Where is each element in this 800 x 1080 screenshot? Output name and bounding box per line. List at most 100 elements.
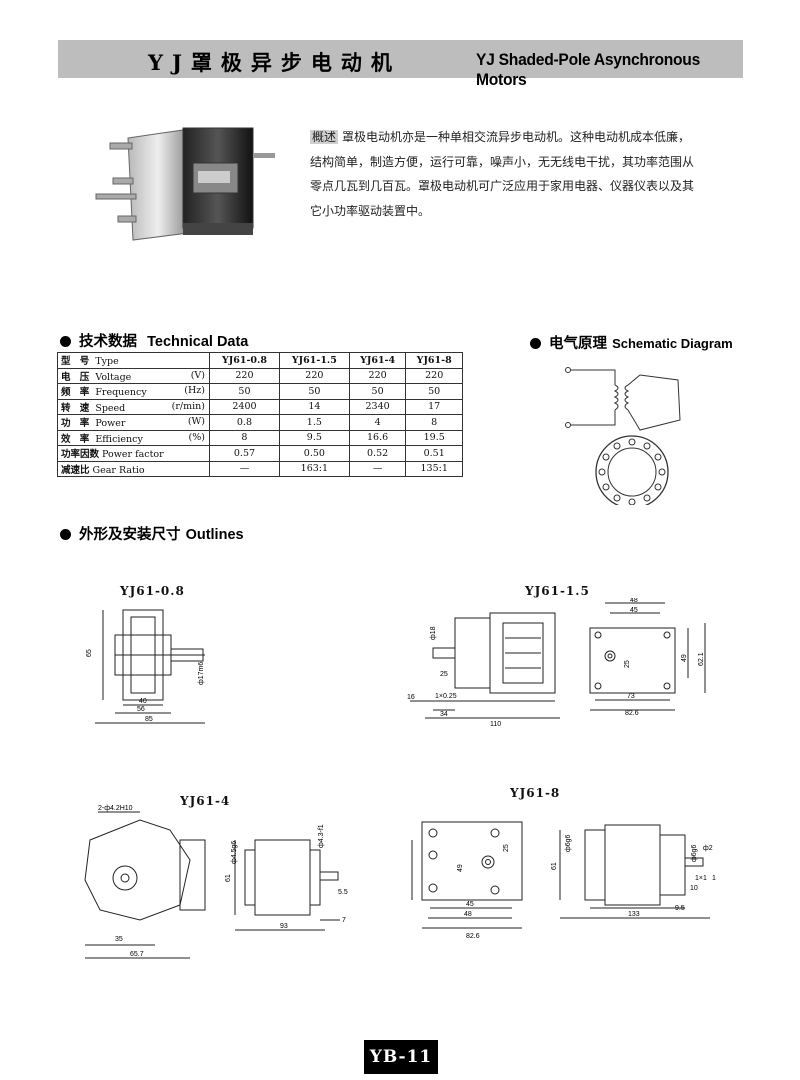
table-cell: — [209,460,280,477]
dim-label: 65.7 [130,951,144,958]
tech-title-en: Technical Data [147,334,249,350]
table-cell: 50 [209,383,280,400]
table-row: 功 率 Power(W) 0.8 1.5 4 8 [57,414,463,431]
header-title-cn: YJ罩极异步电动机 [148,50,401,75]
table-cell: — [348,460,407,477]
dim-label: 25 [624,660,631,668]
table-header-cell: YJ61-1.5 [278,352,350,369]
row-label: 减速比 Gear Ratio [57,460,210,477]
dim-label: 25 [440,671,448,678]
row-label: 电 压 Voltage(V) [57,367,210,384]
table-cell: 220 [278,367,350,384]
schematic-title-cn: 电气原理 [549,336,607,352]
schematic-title-en: Schematic Diagram [612,336,733,351]
dim-label: 62.1 [698,652,705,666]
dim-label: 35 [115,936,123,943]
tech-title-cn: 技术数据 [79,334,137,350]
dim-label: 1×1 [695,875,707,882]
outlines-title: 外形及安装尺寸 Outlines [60,523,244,544]
table-cell: 220 [348,367,407,384]
schematic-diagram [565,367,681,505]
table-cell: 14 [278,398,350,415]
dim-label: 1 [712,875,716,882]
table-row: 电 压 Voltage(V) 220 220 220 220 [57,367,463,384]
dim-label: 56 [137,706,145,713]
table-row: 减速比 Gear Ratio — 163:1 — 135:1 [57,460,463,477]
dim-label: 10 [690,885,698,892]
dim-label: ф17m6 [198,662,205,685]
table-cell: 8 [405,414,463,431]
dim-label: 85 [145,716,153,723]
header-title-en: YJ Shaded-Pole Asynchronous Motors [476,50,701,89]
table-cell: 8 [209,429,280,446]
table-cell: 型 号 Type [57,352,210,369]
table-cell: 1.5 [278,414,350,431]
dim-label: 61 [225,874,232,882]
tech-data-title: 技术数据 Technical Data [60,330,248,351]
table-cell: 19.5 [405,429,463,446]
dim-label: ф6g6 [691,844,698,862]
model-caption: YJ61-8 [510,786,561,800]
table-cell: 50 [405,383,463,400]
schematic-title: 电气原理 Schematic Diagram [530,332,733,353]
table-cell: 0.8 [209,414,280,431]
table-cell: 2400 [209,398,280,415]
dim-label: 5.5 [338,889,348,896]
dim-label: ф4.5g6 [231,841,238,864]
table-cell: 0.57 [209,445,280,462]
dim-label: 49 [681,654,688,662]
table-header-cell: YJ61-0.8 [209,352,280,369]
dim-label: ф2 [703,845,713,852]
intro-tag: 概述 [310,130,339,144]
dim-label: 73 [627,693,635,700]
row-label: 功 率 Power(W) [57,414,210,431]
table-header-cell: YJ61-4 [348,352,407,369]
dim-label: 82.6 [466,933,480,940]
dim-label: ф6g6 [565,834,572,852]
model-caption: YJ61-0.8 [120,584,185,598]
dim-label: 1×0.25 [435,693,457,700]
table-header-cell: YJ61-8 [405,352,463,369]
table-cell: 16.6 [348,429,407,446]
outlines-title-cn: 外形及安装尺寸 [79,527,181,543]
dim-label: 82.6 [625,710,639,717]
outlines-title-en: Outlines [185,527,244,543]
bullet-dot-icon [530,338,541,349]
stator-ring [595,435,669,505]
row-label: 频 率 Frequency(Hz) [57,383,210,400]
dim-label: 48 [630,598,638,604]
row-label: 功率因数 Power factor [57,445,210,462]
page-number-badge: YB-11 [364,1040,438,1074]
dim-label: 2-ф4.2H10 [98,805,133,812]
table-cell: 220 [405,367,463,384]
dim-label: 16 [407,694,415,701]
table-cell: 50 [348,383,407,400]
dim-label: 25 [503,844,510,852]
row-label: 转 速 Speed(r/min) [57,398,210,415]
coil-icon [624,384,630,411]
model-caption: YJ61-1.5 [525,584,590,598]
dim-label: 49 [457,864,464,872]
table-cell: 4 [348,414,407,431]
table-row: 功率因数 Power factor 0.57 0.50 0.52 0.51 [57,445,463,462]
table-header-row: 型 号 Type YJ61-0.8 YJ61-1.5 YJ61-4 YJ61-8 [57,352,463,369]
page-header: YJ罩极异步电动机 YJ Shaded-Pole Asynchronous Mo… [58,40,743,89]
dim-label: 133 [628,911,640,918]
dim-label: 45 [466,901,474,908]
drawing-yj61-1.5: ф18 25 16 1×0.25 34 110 48 45 25 49 62.1… [407,598,706,728]
dim-label: ф18 [430,626,437,640]
row-label: 效 率 Efficiency(%) [57,429,210,446]
table-cell: 163:1 [278,460,350,477]
bullet-dot-icon [60,336,71,347]
intro-text: 罩极电动机亦是一种单相交流异步电动机。这种电动机成本低廉，结构简单，制造方便，运… [310,130,695,218]
coil-icon [613,384,619,411]
tech-data-table: 型 号 Type YJ61-0.8 YJ61-1.5 YJ61-4 YJ61-8… [57,352,463,477]
table-cell: 9.5 [278,429,350,446]
table-cell: 17 [405,398,463,415]
table-cell: 0.50 [278,445,350,462]
dim-label: 40 [139,698,147,705]
drawing-yj61-0.8: 65 40 56 85 ф17m6 [86,609,205,724]
dim-label: 110 [490,721,501,728]
terminal-icon [565,422,571,428]
table-cell: 135:1 [405,460,463,477]
